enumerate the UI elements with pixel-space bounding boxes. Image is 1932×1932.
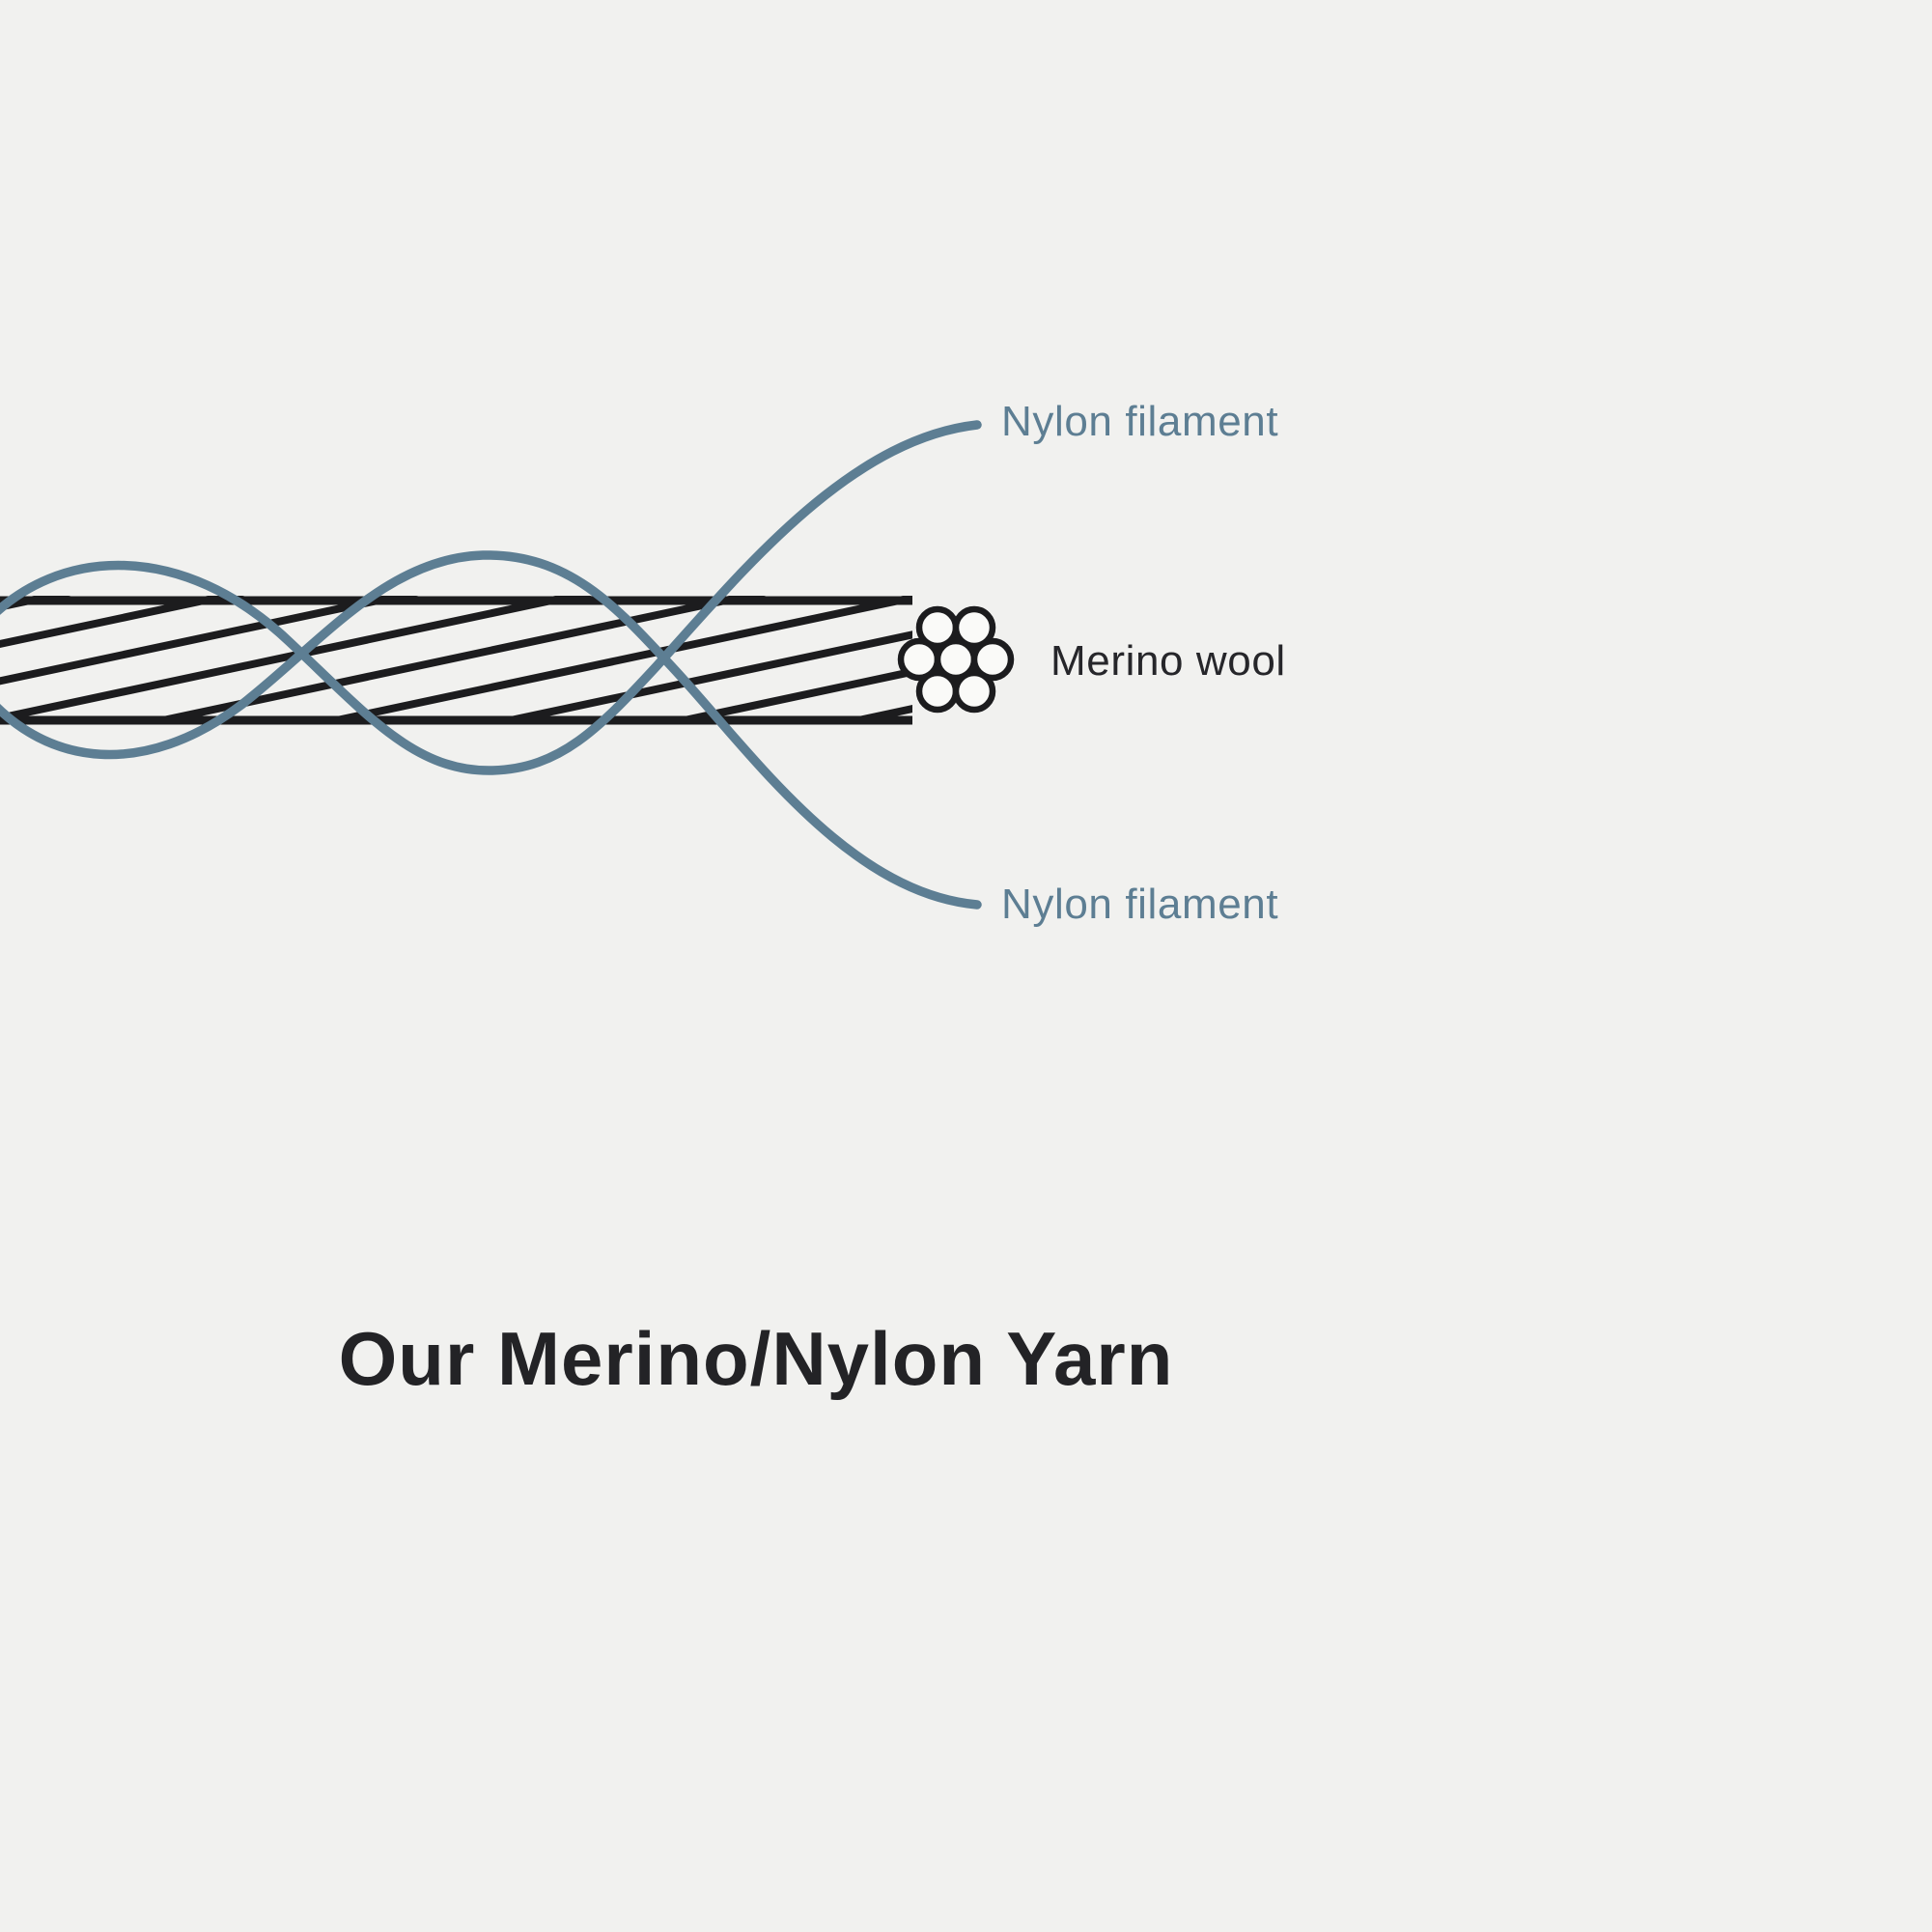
yarn-strand-line	[648, 667, 912, 724]
nylon-filament-wave-top	[0, 420, 982, 775]
yarn-strand-line	[474, 630, 912, 724]
yarn-strand-line	[300, 596, 912, 724]
fibre-circle	[915, 669, 960, 714]
fibre-circle	[970, 637, 1015, 682]
fibre-circle	[952, 669, 996, 714]
fibre-circle	[952, 605, 996, 650]
yarn-cross-section	[897, 605, 1015, 714]
diagram-title: Our Merino/Nylon Yarn	[338, 1316, 1174, 1401]
label-nylon-filament-bottom: Nylon filament	[1001, 881, 1279, 928]
yarn-strand-line	[822, 705, 912, 724]
yarn-strand-line	[0, 596, 593, 722]
yarn-strand-line	[0, 596, 245, 649]
nylon-filament-wave-bottom	[0, 550, 982, 910]
label-merino-wool: Merino wool	[1050, 637, 1286, 685]
yarn-strand-line	[0, 596, 419, 686]
yarn-strand-line	[126, 596, 767, 724]
label-nylon-filament-top: Nylon filament	[1001, 398, 1279, 445]
yarn-twist-strands	[0, 596, 912, 724]
